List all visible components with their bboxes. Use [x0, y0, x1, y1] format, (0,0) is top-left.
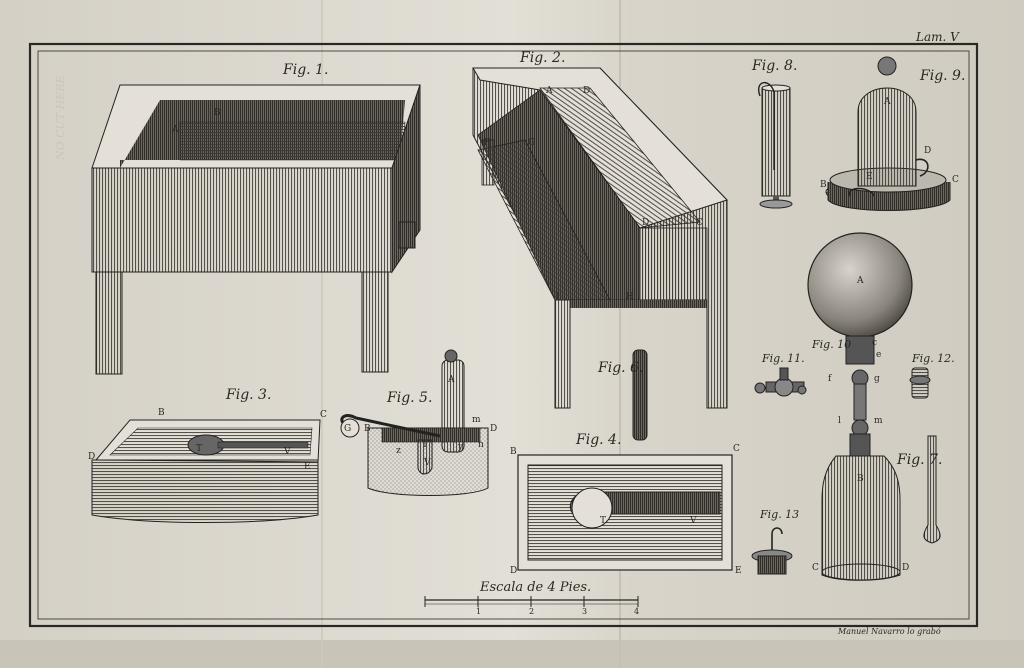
figure-6-rod [632, 349, 648, 441]
figure-1-trough [91, 84, 421, 375]
fig5-letter-z: z [396, 446, 401, 456]
fig3-letter-c: C [320, 410, 327, 420]
engraver-credit: Manuel Navarro lo grabó [838, 627, 941, 636]
fig5-letter-m: m [472, 415, 481, 425]
fig7-label: Fig. 7. [897, 452, 943, 468]
figure-5-apparatus [340, 349, 489, 496]
fig2-letter-a: A [546, 86, 553, 96]
fig9-label: Fig. 9. [920, 68, 966, 84]
fig5-letter-y: y [458, 442, 464, 452]
figure-4-plan [517, 454, 733, 571]
fig2-letter-c: C [696, 218, 703, 228]
fig5-letter-t: T [422, 440, 429, 450]
fig4-letter-v: V [690, 516, 697, 526]
fig4-letter-e: E [735, 566, 742, 576]
figure-9-bell-jar [825, 56, 951, 211]
fig4-letter-t: T [600, 516, 607, 526]
fig12-label: Fig. 12. [912, 352, 955, 365]
fig10-letter-d: D [902, 563, 910, 573]
scale-tick-4: 4 [634, 607, 640, 616]
fig1-letter-a: A [172, 125, 179, 135]
fig3-letter-d: D [88, 452, 96, 462]
fig4-letter-d: D [510, 566, 518, 576]
fig2-letter-g: G [528, 138, 536, 148]
figure-8-glass-tube [758, 82, 793, 209]
fig3-letter-e: E [304, 462, 311, 472]
figure-11-stopcock [754, 367, 807, 397]
fig5-letter-g: G [344, 424, 352, 434]
fig10-letter-l: l [838, 416, 841, 426]
fig10-letter-e: e [876, 350, 882, 360]
fig5-letter-n: n [478, 440, 484, 450]
figure-2-pneumatic-trough [472, 67, 728, 409]
fig2-letter-f: F [484, 138, 491, 148]
fig2-letter-i: I [556, 292, 560, 302]
fig3-letter-v: V [284, 447, 291, 457]
fig10-letter-b: B [857, 474, 864, 484]
scale-tick-1: 1 [476, 607, 482, 616]
fig10-letter-c: c [872, 338, 878, 348]
fig3-label: Fig. 3. [226, 387, 272, 403]
fig4-letter-c: C [733, 444, 740, 454]
fig10-letter-m: m [874, 416, 883, 426]
fig2-letter-h: H [626, 292, 634, 302]
fig5-letter-d: D [490, 424, 498, 434]
fig8-label: Fig. 8. [752, 58, 798, 74]
scale-title: Escala de 4 Pies. [480, 580, 592, 595]
fig1-letter-b: B [214, 108, 221, 118]
scale-tick-2: 2 [529, 607, 535, 616]
fig10-letter-a: A [857, 276, 864, 286]
fig10-letter-c2: C [812, 563, 819, 573]
fig9-letter-a: A [884, 97, 891, 107]
figure-10-sphere-apparatus [807, 232, 913, 581]
fig10-letter-g: g [874, 374, 880, 384]
fig6-label: Fig. 6. [598, 360, 644, 376]
fig9-letter-b: B [820, 180, 827, 190]
fig9-letter-d: D [924, 146, 932, 156]
scale-bar [424, 596, 639, 607]
figure-12-screw [909, 367, 931, 399]
fig3-letter-b: B [158, 408, 165, 418]
figure-3-trough [91, 419, 321, 523]
fig10-letter-f: f [828, 374, 832, 384]
fig2-label: Fig. 2. [520, 50, 566, 66]
fig3-letter-t: T [196, 444, 203, 454]
margin-stamp: NO CUT HERE [54, 75, 67, 160]
fig5-letter-v: V [424, 458, 431, 468]
fig9-letter-c: C [952, 175, 959, 185]
fig5-label: Fig. 5. [387, 390, 433, 406]
fig1-label: Fig. 1. [283, 62, 329, 78]
fig9-letter-e: E [866, 172, 873, 182]
fig5-letter-b: B [364, 424, 371, 434]
fig10-label: Fig. 10 [812, 338, 852, 351]
fig5-letter-a: A [448, 375, 455, 385]
scale-tick-3: 3 [582, 607, 588, 616]
fig4-letter-b: B [510, 447, 517, 457]
fig13-label: Fig. 13 [760, 508, 800, 521]
fig2-letter-d2: D [642, 218, 650, 228]
fig4-label: Fig. 4. [576, 432, 622, 448]
figure-13-stopper [751, 527, 793, 575]
fig2-letter-d: D [583, 86, 591, 96]
figure-7-tube [923, 435, 941, 544]
fig11-label: Fig. 11. [762, 352, 805, 365]
plate-number: Lam. V [916, 30, 959, 44]
